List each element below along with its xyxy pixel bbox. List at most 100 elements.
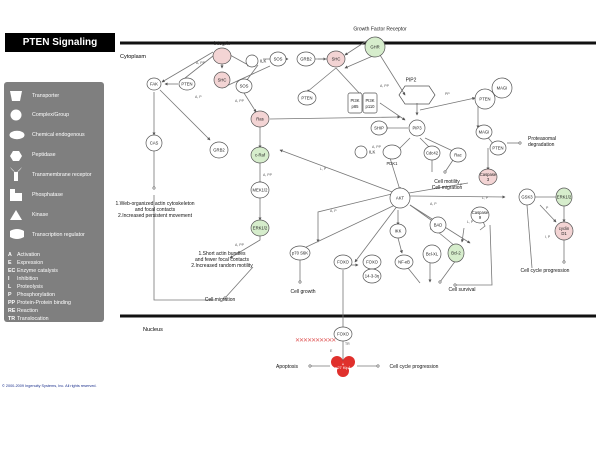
sos-node[interactable]: SOS — [235, 78, 253, 94]
pten-node[interactable]: PTEN — [178, 77, 196, 91]
magi-node-label: MAGI — [497, 86, 508, 91]
svg-text:E: E — [330, 349, 333, 353]
svg-text:L, P: L, P — [482, 196, 489, 200]
legend-complex: Complex/Group — [32, 112, 70, 118]
ras-node[interactable]: Ras — [250, 110, 270, 128]
pip2-label[interactable]: PIP2 — [406, 78, 417, 84]
grb2-node-label: GRB2 — [213, 148, 225, 153]
foxo-node[interactable]: FOXO — [333, 254, 353, 270]
ilk-node[interactable]: ILK — [354, 145, 375, 159]
legend-panel: Transporter Complex/Group Chemical endog… — [4, 82, 104, 322]
cyclin-d1-node-label: cyclin — [559, 226, 570, 231]
svg-text:1.Short actin bundles: 1.Short actin bundles — [199, 251, 246, 257]
legend-chemical: Chemical endogenous — [32, 132, 85, 138]
pip3-node[interactable]: PIP3 — [408, 119, 426, 137]
bcl2-node[interactable]: Bcl-2 — [447, 243, 465, 263]
sos-node[interactable]: SOS — [269, 51, 287, 67]
svg-text:2.Increased persistent movemen: 2.Increased persistent movement — [118, 213, 193, 219]
erk-node[interactable]: ERK1/2 — [555, 187, 573, 207]
svg-text:and fewer focal contacts: and fewer focal contacts — [195, 257, 249, 263]
pip3-node-label: PIP3 — [412, 126, 422, 131]
svg-text:L, P: L, P — [320, 167, 327, 171]
mek-node[interactable]: MEK1/2 — [250, 181, 270, 199]
pten-node-label: PTEN — [181, 82, 192, 87]
shc-node[interactable]: SHC — [213, 71, 231, 89]
cas-node-label: CAS — [150, 141, 159, 146]
grb2-node[interactable]: GRB2 — [296, 51, 316, 67]
cyclin-d1-node-label: D1 — [561, 231, 567, 236]
erk-node-label: ERK1/2 — [557, 195, 572, 200]
abbreviation-value: Phosphorylation — [17, 292, 55, 298]
cell-survival-text: Cell survival — [449, 287, 476, 293]
c-raf-node[interactable]: c-Raf — [250, 146, 270, 164]
svg-text:Cell migration: Cell migration — [432, 185, 463, 191]
pten-node[interactable]: PTEN — [489, 140, 507, 156]
ship-node-label: SHIP — [374, 126, 384, 131]
integrin-node[interactable]: Integrin — [212, 41, 232, 65]
fak-node-label: FAK — [150, 82, 158, 87]
growth-factor-receptor-label[interactable]: Growth Factor Receptor — [353, 27, 407, 33]
svg-text:A, P: A, P — [430, 202, 437, 206]
svg-text:I, P: I, P — [545, 235, 551, 239]
pip2-label-label: PIP2 — [406, 78, 417, 84]
copyright: © 2000-2009 Ingenuity Systems, Inc. All … — [2, 384, 97, 388]
gsk3-node-label: GSK3 — [521, 195, 533, 200]
fak-node[interactable]: FAK — [146, 77, 162, 91]
pip2-hexagon — [398, 85, 436, 105]
cdc42-node[interactable]: Cdc42 — [423, 145, 441, 161]
pdk1-node[interactable]: PDK1 — [382, 144, 402, 166]
bcl-xl-node-label: Bcl-XL — [426, 252, 439, 257]
ship-node[interactable]: SHIP — [370, 120, 388, 136]
svg-text:L, P: L, P — [467, 220, 474, 224]
magi-node[interactable]: MAGI — [475, 124, 493, 140]
ikk-node[interactable]: IKK — [389, 223, 407, 239]
gsk3-node[interactable]: GSK3 — [518, 188, 536, 206]
foxo-node[interactable]: FOXO — [362, 254, 382, 270]
abbreviation-value: Translocation — [17, 316, 49, 322]
ghr-node[interactable]: GHR — [364, 36, 386, 58]
svg-text:P: P — [546, 206, 549, 210]
p27-kip1-node[interactable]: p27 Kip1 — [331, 356, 355, 377]
cdc42-node-label: Cdc42 — [426, 151, 439, 156]
p27-label: p27 Kip1 — [335, 365, 352, 370]
chemical-endogenous-icon — [9, 130, 25, 142]
svg-text:A, PP: A, PP — [235, 99, 245, 103]
svg-text:PP: PP — [445, 92, 450, 96]
rac-node[interactable]: Rac — [449, 147, 467, 163]
abbreviation-value: Enzyme catalysis — [17, 268, 58, 274]
erk-node[interactable]: ERK1/2 — [250, 219, 270, 237]
p70-s6k-node[interactable]: p70 S6K — [289, 245, 311, 261]
14-3-3-node[interactable]: 14-3-3η — [362, 268, 382, 284]
svg-text:Cell motility: Cell motility — [434, 179, 460, 185]
nf-kb-node[interactable]: NF-κB — [394, 254, 414, 270]
abbreviation-key: RE — [8, 308, 16, 314]
ilk-node[interactable]: ILK — [245, 54, 266, 68]
bad-node[interactable]: BAD — [429, 216, 447, 234]
svg-text:TR: TR — [345, 342, 350, 346]
magi-node[interactable]: MAGI — [491, 77, 513, 99]
grb2-node[interactable]: GRB2 — [209, 141, 229, 159]
abbreviation-key: A — [8, 252, 12, 258]
pten-node-label: PTEN — [492, 146, 503, 151]
sos-node-label: SOS — [240, 84, 249, 89]
legend-transmembrane: Transmembrane receptor — [32, 172, 92, 178]
growth-factor-receptor-label-label: Growth Factor Receptor — [353, 27, 407, 33]
pi3k-p85-node-sublabel: p85 — [352, 104, 360, 109]
pten-node[interactable]: PTEN — [474, 88, 496, 110]
caspase3-node-label: Caspase — [480, 172, 497, 177]
bcl-xl-node[interactable]: Bcl-XL — [422, 244, 442, 264]
pten-node[interactable]: PTEN — [297, 90, 317, 106]
legend-peptidase: Peptidase — [32, 152, 56, 158]
svg-text:2.Increased random motility: 2.Increased random motility — [191, 263, 253, 269]
cas-node[interactable]: CAS — [145, 134, 163, 152]
foxo-node[interactable]: FOXO — [333, 326, 353, 342]
erk-node-label: ERK1/2 — [253, 226, 268, 231]
svg-text:A, PP: A, PP — [263, 173, 273, 177]
shc-node[interactable]: SHC — [326, 50, 346, 68]
akt-node[interactable]: AKT — [389, 187, 411, 209]
